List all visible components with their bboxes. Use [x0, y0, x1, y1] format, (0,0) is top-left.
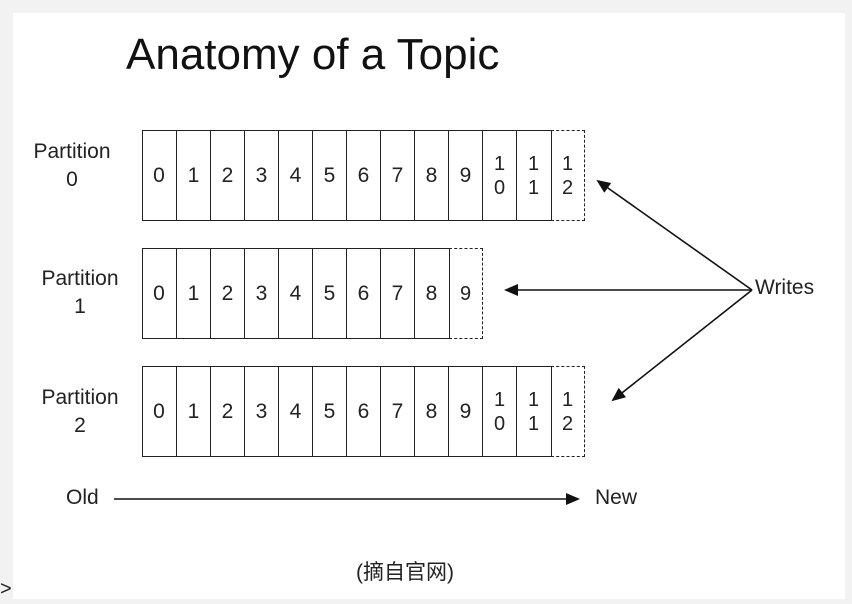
- partition-2-cell-10-digit-0: 1: [493, 388, 506, 411]
- partition-0-offset-8: 8: [414, 130, 448, 221]
- partition-2-offset-6: 6: [346, 366, 380, 457]
- partition-2-committed-box: [142, 366, 552, 457]
- partition-0-cell-10-digit-1: 0: [493, 176, 506, 199]
- partition-1-offset-7: 7: [380, 248, 414, 339]
- partition-1-offset-3: 3: [244, 248, 278, 339]
- partition-0-offset-6: 6: [346, 130, 380, 221]
- partition-1-offset-1: 1: [176, 248, 210, 339]
- partition-2-offset-7: 7: [380, 366, 414, 457]
- partition-2-cell-10-digit-1: 0: [493, 412, 506, 435]
- partition-2-offset-1: 1: [176, 366, 210, 457]
- partition-0-offset-7: 7: [380, 130, 414, 221]
- partition-0-cell-10-digit-0: 1: [493, 152, 506, 175]
- corner-glyph: >: [0, 578, 12, 600]
- old-label: Old: [66, 486, 99, 509]
- new-label: New: [595, 486, 638, 509]
- partition-2-label: Partition 2: [30, 384, 130, 440]
- partition-0-label-line1: Partition: [33, 140, 111, 163]
- partition-2-label-line2: 2: [74, 414, 86, 437]
- partition-0-cell-12-digit-0: 1: [561, 152, 574, 175]
- partition-1-offset-6: 6: [346, 248, 380, 339]
- partition-1-offset-2: 2: [210, 248, 244, 339]
- partition-2-cell-12-digit-1: 2: [561, 412, 574, 435]
- partition-0-offset-2: 2: [210, 130, 244, 221]
- partition-2-offset-2: 2: [210, 366, 244, 457]
- partition-0-offset-0: 0: [153, 163, 165, 187]
- partition-2-cell-11-digit-0: 1: [527, 388, 540, 411]
- partition-1-label-line2: 1: [74, 295, 86, 318]
- partition-2-offset-8: 8: [414, 366, 448, 457]
- partition-1-label: Partition 1: [30, 265, 130, 321]
- partition-0-offset-1: 1: [176, 130, 210, 221]
- partition-1-offset-0: 0: [153, 281, 165, 305]
- partition-0-cell-11-digit-1: 1: [527, 176, 540, 199]
- caption: (摘自官网): [356, 561, 454, 584]
- partition-0-label-line2: 0: [66, 168, 78, 191]
- partition-2-offset-3: 3: [244, 366, 278, 457]
- partition-0-offset-9: 9: [448, 130, 482, 221]
- partition-2-offset-0: 0: [153, 399, 165, 423]
- partition-2-label-line1: Partition: [41, 386, 119, 409]
- partition-2-offset-9: 9: [448, 366, 482, 457]
- partition-2-offset-4: 4: [278, 366, 312, 457]
- partition-0-offset-5: 5: [312, 130, 346, 221]
- partition-0-offset-4: 4: [278, 130, 312, 221]
- partition-2-cell-11-digit-1: 1: [527, 412, 540, 435]
- partition-0-committed-box: [142, 130, 552, 221]
- partition-2-offset-5: 5: [312, 366, 346, 457]
- partition-0-cell-12-digit-1: 2: [561, 176, 574, 199]
- partition-1-label-line1: Partition: [41, 267, 119, 290]
- partition-1-committed-box: [142, 248, 450, 339]
- partition-1-offset-8: 8: [414, 248, 448, 339]
- partition-1-offset-5: 5: [312, 248, 346, 339]
- partition-1-offset-4: 4: [278, 248, 312, 339]
- partition-1-next-write: 9: [449, 248, 483, 339]
- diagram-title: Anatomy of a Topic: [126, 30, 500, 79]
- partition-0-cell-11-digit-0: 1: [527, 152, 540, 175]
- partition-0-offset-3: 3: [244, 130, 278, 221]
- partition-0-label: Partition 0: [22, 138, 122, 194]
- partition-2-cell-12-digit-0: 1: [561, 388, 574, 411]
- writes-label: Writes: [755, 276, 815, 299]
